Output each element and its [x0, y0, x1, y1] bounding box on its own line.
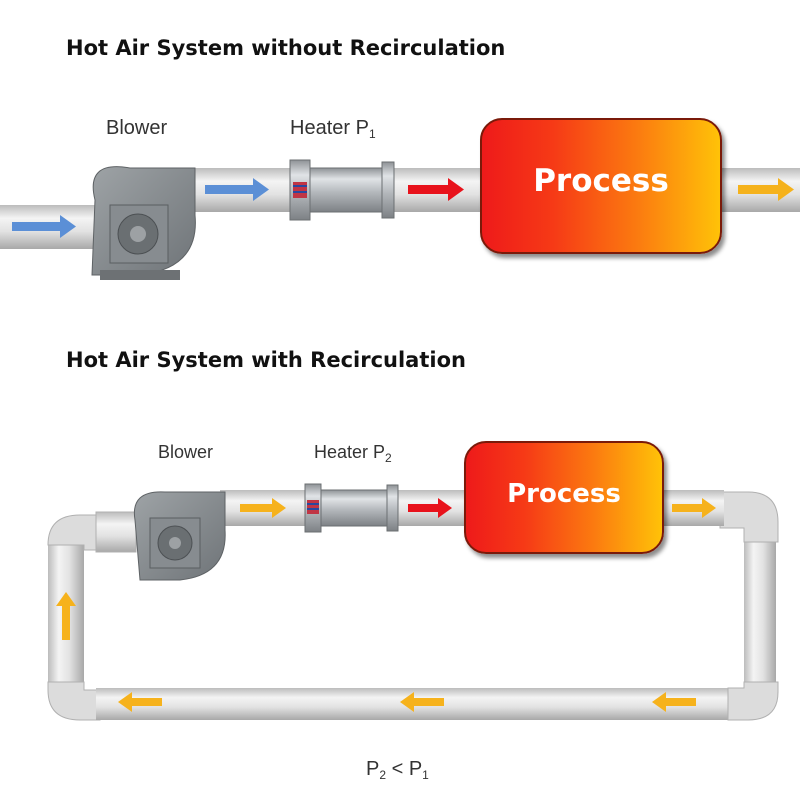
cold-air-arrow-inlet: [12, 215, 76, 238]
recirculated-arrow-up: [56, 592, 76, 640]
heater-icon-bottom: [304, 483, 399, 533]
section-title-without-recirculation: Hot Air System without Recirculation: [66, 36, 506, 60]
top-right-elbow: [719, 491, 779, 543]
hot-air-arrow: [408, 178, 464, 201]
top-diagram: [0, 159, 800, 280]
hot-air-arrow-bottom: [408, 498, 452, 518]
process-box-bottom: Process: [464, 441, 664, 554]
heater-label-bottom: Heater P2: [314, 442, 392, 465]
recirculated-arrow-bottom-right: [652, 692, 696, 712]
bottom-diagram: [47, 483, 779, 721]
cold-air-arrow-blower-outlet: [205, 178, 269, 201]
bottom-left-elbow: [47, 681, 101, 721]
bottom-right-elbow: [727, 681, 779, 721]
exhaust-arrow: [738, 178, 794, 201]
recirculated-arrow-bottom-middle: [400, 692, 444, 712]
recirculated-arrow-process-outlet: [672, 498, 716, 518]
blower-label-top: Blower: [106, 117, 168, 139]
top-left-elbow: [47, 514, 101, 551]
section-title-with-recirculation: Hot Air System with Recirculation: [66, 348, 466, 372]
process-box-top: Process: [480, 118, 722, 254]
recirculated-arrow-blower-outlet: [240, 498, 286, 518]
right-return-pipe: [744, 538, 776, 690]
heater-icon: [289, 159, 395, 221]
blower-label-bottom: Blower: [158, 442, 214, 462]
blower-icon: [91, 166, 196, 280]
pressure-comparison-formula: P2 < P1: [366, 758, 429, 782]
recirculated-arrow-bottom-left: [118, 692, 162, 712]
heater-label-top: Heater P1: [290, 117, 376, 141]
blower-icon-bottom: [133, 491, 226, 581]
